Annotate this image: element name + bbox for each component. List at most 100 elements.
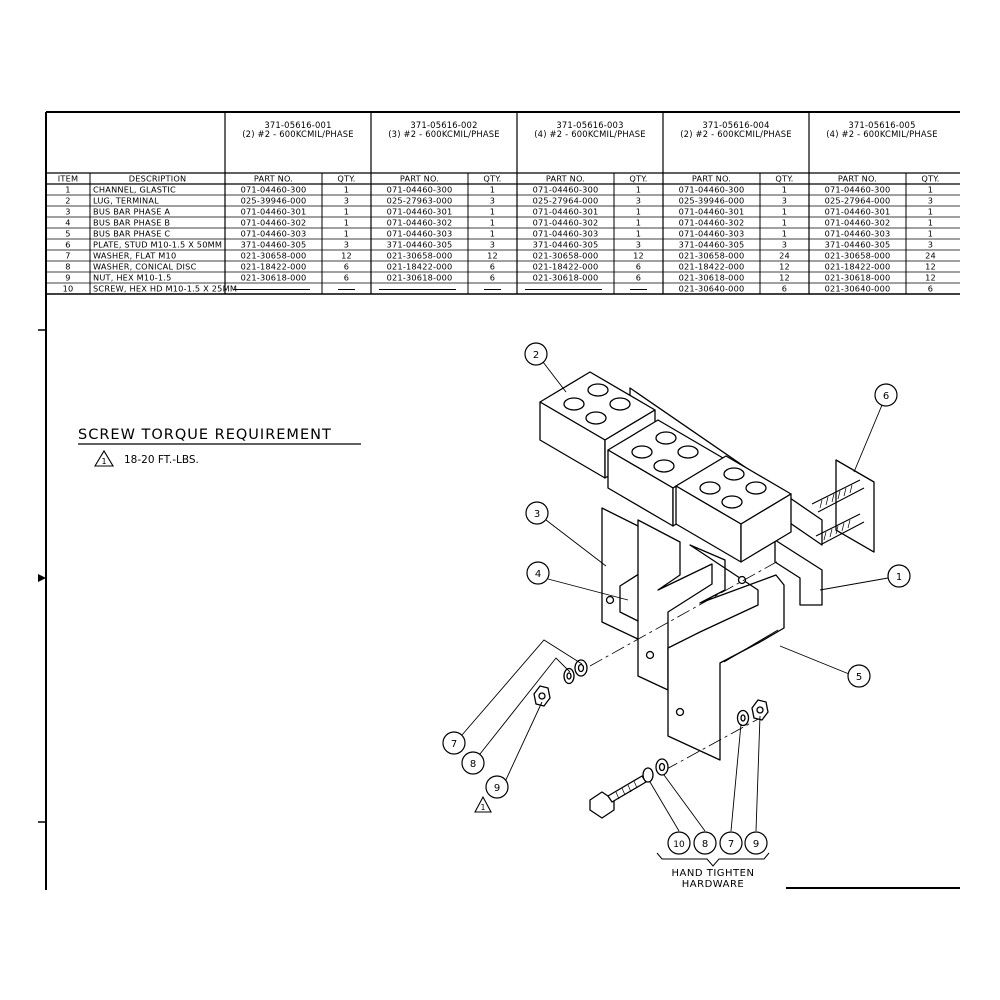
assembly-config: (4) #2 - 600KCMIL/PHASE bbox=[534, 129, 646, 139]
assembly-config: (2) #2 - 600KCMIL/PHASE bbox=[242, 129, 354, 139]
flag-triangle-icon bbox=[474, 795, 492, 813]
row-qty: 6 bbox=[636, 273, 641, 283]
row-part-no: 021-18422-000 bbox=[825, 262, 891, 272]
row-part-no: 071-04460-301 bbox=[825, 207, 891, 217]
torque-flag: 1 bbox=[474, 795, 492, 813]
header-qty: QTY. bbox=[337, 174, 355, 184]
row-part-no: 071-04460-300 bbox=[533, 185, 599, 195]
assembly-number: 371-05616-003 bbox=[556, 120, 623, 130]
row-item: 2 bbox=[65, 196, 70, 206]
row-part-no: 071-04460-301 bbox=[241, 207, 307, 217]
row-part-no: 071-04460-300 bbox=[241, 185, 307, 195]
row-qty: 12 bbox=[487, 251, 498, 261]
flag-triangle-icon bbox=[94, 449, 114, 467]
row-item: 8 bbox=[65, 262, 70, 272]
row-part-no: 025-27963-000 bbox=[387, 196, 453, 206]
row-qty: 6 bbox=[928, 284, 933, 294]
balloon-5: 5 bbox=[856, 672, 862, 683]
row-part-no: 371-04460-305 bbox=[679, 240, 745, 250]
row-item: 4 bbox=[65, 218, 70, 228]
callout-balloons: 2 6 3 4 1 5 7 8 9 10 8 7 9 bbox=[442, 342, 911, 855]
hardware-stack-right bbox=[589, 699, 769, 819]
header-part-no: PART NO. bbox=[692, 174, 731, 184]
row-item: 5 bbox=[65, 229, 70, 239]
torque-value: 18-20 FT.-LBS. bbox=[124, 454, 199, 466]
torque-title: SCREW TORQUE REQUIREMENT bbox=[78, 427, 332, 443]
row-part-no: 071-04460-302 bbox=[825, 218, 891, 228]
header-qty: QTY. bbox=[775, 174, 793, 184]
row-part-no: 021-30658-000 bbox=[241, 251, 307, 261]
row-part-no: 071-04460-301 bbox=[533, 207, 599, 217]
header-part-no: PART NO. bbox=[254, 174, 293, 184]
exploded-assembly-view: 2 6 3 4 1 5 7 8 9 10 8 7 9 bbox=[442, 342, 911, 890]
row-qty: 1 bbox=[636, 229, 641, 239]
row-part-no: 071-04460-303 bbox=[679, 229, 745, 239]
row-qty: 1 bbox=[490, 207, 495, 217]
row-part-no: 021-30640-000 bbox=[679, 284, 745, 294]
header-part-no: PART NO. bbox=[838, 174, 877, 184]
row-description: CHANNEL, GLASTIC bbox=[93, 185, 176, 195]
row-part-no: 021-18422-000 bbox=[533, 262, 599, 272]
row-part-no: 071-04460-303 bbox=[241, 229, 307, 239]
row-part-no: 021-30618-000 bbox=[825, 273, 891, 283]
row-item: 3 bbox=[65, 207, 70, 217]
row-part-no: 025-39946-000 bbox=[679, 196, 745, 206]
row-item: 6 bbox=[65, 240, 70, 250]
row-part-no: 371-04460-305 bbox=[387, 240, 453, 250]
hand-tighten-line1: HAND TIGHTEN bbox=[672, 868, 755, 879]
row-part-no: 021-30640-000 bbox=[825, 284, 891, 294]
row-part-no: 021-30658-000 bbox=[679, 251, 745, 261]
row-qty: 1 bbox=[782, 207, 787, 217]
row-part-no: 021-30618-000 bbox=[387, 273, 453, 283]
row-qty: 1 bbox=[928, 185, 933, 195]
hardware-stack-left bbox=[533, 659, 588, 707]
row-part-no: 071-04460-303 bbox=[825, 229, 891, 239]
header-part-no: PART NO. bbox=[546, 174, 585, 184]
assembly-config: (2) #2 - 600KCMIL/PHASE bbox=[680, 129, 792, 139]
row-qty: 1 bbox=[782, 218, 787, 228]
row-qty: 6 bbox=[490, 273, 495, 283]
row-qty: 1 bbox=[490, 185, 495, 195]
row-qty: 12 bbox=[925, 273, 936, 283]
balloon-10: 10 bbox=[673, 840, 685, 850]
balloon-9-left: 9 bbox=[494, 783, 500, 794]
row-part-no: 071-04460-302 bbox=[679, 218, 745, 228]
header-qty: QTY. bbox=[483, 174, 501, 184]
row-qty: 1 bbox=[928, 207, 933, 217]
row-part-no: 071-04460-300 bbox=[679, 185, 745, 195]
row-description: NUT, HEX M10-1.5 bbox=[93, 273, 172, 283]
row-qty: 3 bbox=[344, 196, 349, 206]
row-qty: 3 bbox=[928, 196, 933, 206]
balloon-2: 2 bbox=[533, 350, 539, 361]
balloon-7-left: 7 bbox=[451, 739, 457, 750]
row-part-no: 021-18422-000 bbox=[387, 262, 453, 272]
row-part-no: 025-27964-000 bbox=[533, 196, 599, 206]
row-description: BUS BAR PHASE C bbox=[93, 229, 170, 239]
row-part-no: 071-04460-300 bbox=[825, 185, 891, 195]
row-qty: 6 bbox=[344, 262, 349, 272]
row-qty: 12 bbox=[341, 251, 352, 261]
balloon-4: 4 bbox=[535, 569, 541, 580]
row-qty: 1 bbox=[928, 218, 933, 228]
center-lines bbox=[589, 559, 781, 771]
torque-note: SCREW TORQUE REQUIREMENT 1 18-20 FT.-LBS… bbox=[78, 427, 361, 467]
balloon-6: 6 bbox=[883, 391, 889, 402]
assembly-config: (4) #2 - 600KCMIL/PHASE bbox=[826, 129, 938, 139]
torque-flag-label: 1 bbox=[481, 803, 486, 812]
terminal-lug-3 bbox=[675, 455, 792, 563]
row-qty: 1 bbox=[636, 185, 641, 195]
balloon-7-right: 7 bbox=[728, 839, 734, 850]
row-item: 7 bbox=[65, 251, 70, 261]
stud-plate bbox=[811, 459, 875, 553]
row-part-no: 071-04460-301 bbox=[387, 207, 453, 217]
hand-tighten-line2: HARDWARE bbox=[682, 879, 744, 890]
header-description: DESCRIPTION bbox=[129, 174, 187, 184]
balloon-1: 1 bbox=[896, 572, 902, 583]
row-item: 1 bbox=[65, 185, 70, 195]
table-grid bbox=[46, 112, 960, 295]
row-part-no: 021-30618-000 bbox=[241, 273, 307, 283]
row-item: 9 bbox=[65, 273, 70, 283]
row-qty: 1 bbox=[636, 207, 641, 217]
